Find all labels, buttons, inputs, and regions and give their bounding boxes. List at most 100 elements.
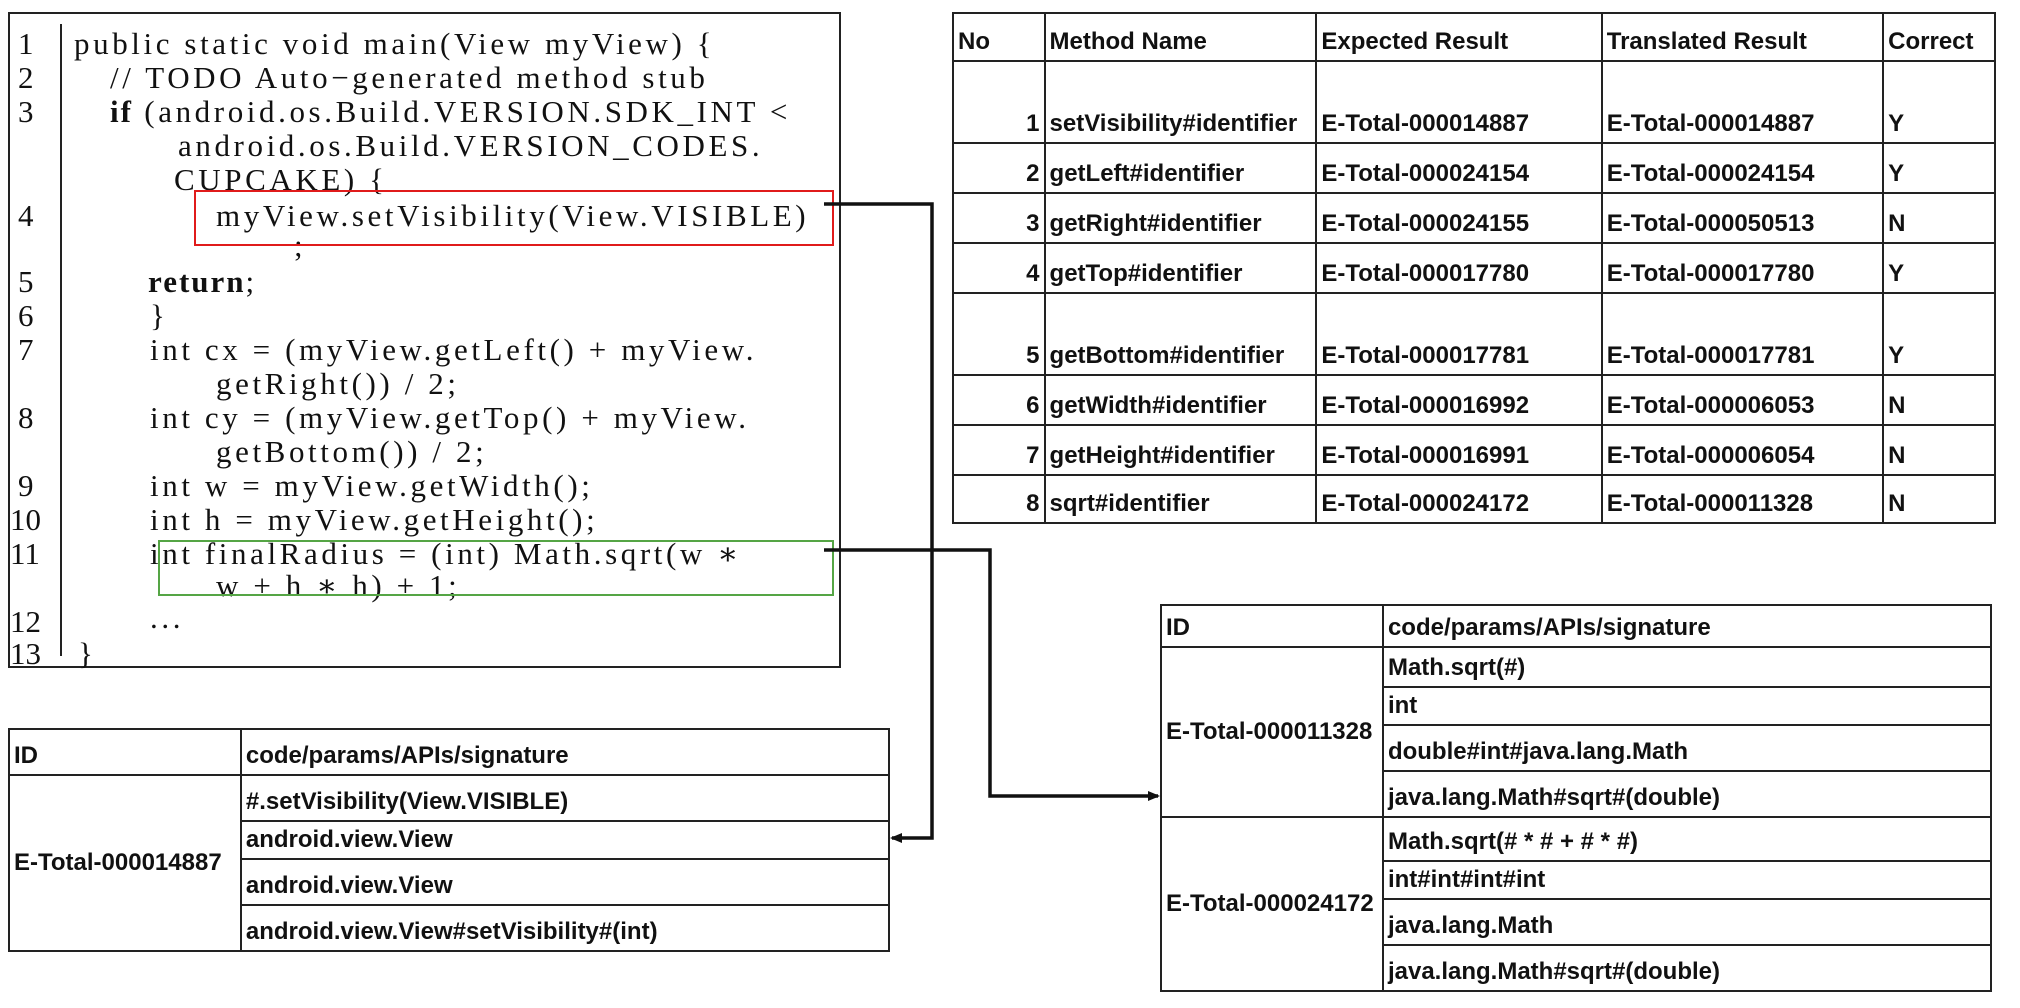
cell-method: setVisibility#identifier xyxy=(1043,60,1318,144)
table-row: 6 getWidth#identifier E-Total-000016992 … xyxy=(952,374,1996,426)
line-number: 12 xyxy=(10,604,41,639)
code-line: ... xyxy=(150,600,185,635)
col-header-signature: code/params/APIs/signature xyxy=(1381,604,1993,648)
table-row: 4 getTop#identifier E-Total-000017780 E-… xyxy=(952,242,1996,294)
line-number-gutter xyxy=(60,24,62,656)
table-row: 1 setVisibility#identifier E-Total-00001… xyxy=(952,60,1996,144)
table-row: android.view.View#setVisibility#(int) xyxy=(9,904,891,952)
line-number: 3 xyxy=(18,94,34,129)
code-line: if (android.os.Build.VERSION.SDK_INT < xyxy=(110,94,791,130)
table-header-row: ID code/params/APIs/signature xyxy=(8,728,891,776)
cell-no: 7 xyxy=(952,424,1046,476)
cell-signature: double#int#java.lang.Math xyxy=(1381,724,1993,772)
table-header-row: ID code/params/APIs/signature xyxy=(1160,604,1993,648)
cell-translated: E-Total-000017781 xyxy=(1600,292,1885,376)
col-header-signature: code/params/APIs/signature xyxy=(239,728,891,776)
table-header-row: No Method Name Expected Result Translate… xyxy=(952,12,1996,62)
code-line: myView.setVisibility(View.VISIBLE) xyxy=(216,198,810,233)
cell-method: getBottom#identifier xyxy=(1043,292,1318,376)
keyword-if: if xyxy=(110,94,133,129)
cell-translated: E-Total-000050513 xyxy=(1600,192,1885,244)
cell-translated: E-Total-000024154 xyxy=(1600,142,1885,194)
line-number: 2 xyxy=(18,60,34,95)
code-line: getRight()) / 2; xyxy=(216,366,460,401)
table-row: android.view.View xyxy=(9,820,891,860)
cell-method: getRight#identifier xyxy=(1043,192,1318,244)
col-header-expected-result: Expected Result xyxy=(1315,12,1603,62)
cell-expected: E-Total-000014887 xyxy=(1315,60,1603,144)
line-number: 13 xyxy=(10,636,41,671)
highlight-setvisibility xyxy=(194,190,834,246)
cell-correct: N xyxy=(1882,424,1996,476)
table-row: java.lang.Math#sqrt#(double) xyxy=(1161,944,1993,992)
cell-correct: Y xyxy=(1882,242,1996,294)
table-row: E-Total-000011328 Math.sqrt(#) xyxy=(1160,646,1993,818)
table-row: 7 getHeight#identifier E-Total-000016991… xyxy=(952,424,1996,476)
line-number: 7 xyxy=(18,332,34,367)
code-listing: 1 public static void main(View myView) {… xyxy=(8,12,841,671)
line-number: 5 xyxy=(18,264,34,299)
arrow-sqrt-to-mapping xyxy=(824,548,1160,801)
code-line: android.os.Build.VERSION_CODES. xyxy=(178,128,764,163)
cell-correct: N xyxy=(1882,192,1996,244)
cell-translated: E-Total-000014887 xyxy=(1600,60,1885,144)
cell-signature: android.view.View xyxy=(239,820,891,860)
cell-signature: #.setVisibility(View.VISIBLE) xyxy=(239,774,891,822)
cell-signature: int xyxy=(1381,686,1993,726)
code-line-rest: (android.os.Build.VERSION.SDK_INT < xyxy=(132,94,791,129)
cell-id: E-Total-000011328 xyxy=(1160,646,1384,818)
code-line: // TODO Auto−generated method stub xyxy=(110,60,709,95)
cell-signature: java.lang.Math#sqrt#(double) xyxy=(1381,944,1993,992)
col-header-correct: Correct xyxy=(1882,12,1996,62)
cell-expected: E-Total-000016992 xyxy=(1315,374,1603,426)
cell-correct: Y xyxy=(1882,142,1996,194)
line-number: 10 xyxy=(10,502,41,537)
cell-expected: E-Total-000017781 xyxy=(1315,292,1603,376)
line-number: 6 xyxy=(18,298,34,333)
code-line: } xyxy=(78,636,97,671)
cell-no: 8 xyxy=(952,474,1046,524)
highlight-sqrt xyxy=(158,540,834,596)
code-line: public static void main(View myView) { xyxy=(74,26,716,61)
cell-expected: E-Total-000024172 xyxy=(1315,474,1603,524)
code-line: int cx = (myView.getLeft() + myView. xyxy=(150,332,758,367)
cell-signature: android.view.View xyxy=(239,858,891,906)
api-mapping-table-setvisibility: ID code/params/APIs/signature E-Total-00… xyxy=(8,728,891,952)
col-header-id: ID xyxy=(1160,604,1384,648)
cell-no: 4 xyxy=(952,242,1046,294)
cell-method: getTop#identifier xyxy=(1043,242,1318,294)
cell-translated: E-Total-000006054 xyxy=(1600,424,1885,476)
table-row: 8 sqrt#identifier E-Total-000024172 E-To… xyxy=(952,474,1996,524)
cell-signature: Math.sqrt(#) xyxy=(1381,646,1993,688)
code-line: } xyxy=(150,298,169,333)
cell-signature: java.lang.Math#sqrt#(double) xyxy=(1381,770,1993,818)
code-line-rest: ; xyxy=(245,264,258,299)
col-header-translated-result: Translated Result xyxy=(1600,12,1885,62)
cell-expected: E-Total-000024154 xyxy=(1315,142,1603,194)
cell-no: 1 xyxy=(952,60,1046,144)
table-row: 2 getLeft#identifier E-Total-000024154 E… xyxy=(952,142,1996,194)
cell-expected: E-Total-000024155 xyxy=(1315,192,1603,244)
table-row: E-Total-000024172 Math.sqrt(# * # + # * … xyxy=(1160,816,1993,992)
cell-signature: java.lang.Math xyxy=(1381,898,1993,946)
code-line: int cy = (myView.getTop() + myView. xyxy=(150,400,750,435)
translation-results-table: No Method Name Expected Result Translate… xyxy=(952,12,1996,524)
line-number: 9 xyxy=(18,468,34,503)
line-number: 8 xyxy=(18,400,34,435)
cell-correct: Y xyxy=(1882,60,1996,144)
cell-no: 2 xyxy=(952,142,1046,194)
cell-id: E-Total-000014887 xyxy=(8,774,242,952)
cell-signature: Math.sqrt(# * # + # * #) xyxy=(1381,816,1993,862)
cell-method: sqrt#identifier xyxy=(1043,474,1318,524)
cell-correct: Y xyxy=(1882,292,1996,376)
cell-no: 6 xyxy=(952,374,1046,426)
table-row: android.view.View xyxy=(9,858,891,906)
table-row: 5 getBottom#identifier E-Total-000017781… xyxy=(952,292,1996,376)
table-row: java.lang.Math xyxy=(1161,898,1993,946)
cell-correct: N xyxy=(1882,474,1996,524)
col-header-method-name: Method Name xyxy=(1043,12,1318,62)
keyword-return: return xyxy=(148,264,246,299)
line-number: 11 xyxy=(10,536,40,571)
cell-expected: E-Total-000017780 xyxy=(1315,242,1603,294)
